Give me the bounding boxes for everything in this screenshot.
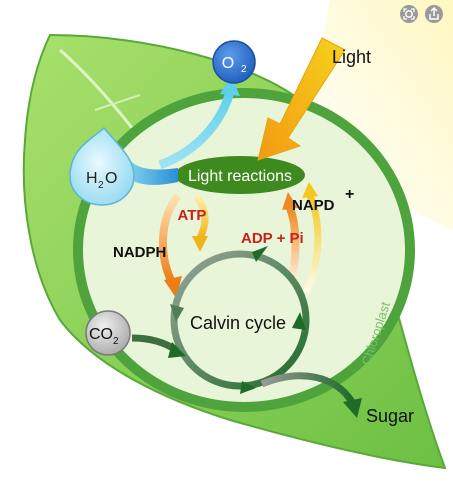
co2-subscript: 2 (113, 336, 119, 347)
napd-label: NAPD (292, 197, 335, 214)
sugar-arrow (260, 372, 362, 418)
nadph-label: NADPH (113, 244, 166, 261)
atp-label: ATP (178, 207, 207, 224)
light-reactions-label: Light reactions (188, 168, 292, 185)
napd-arrow (302, 182, 322, 294)
calvin-cycle-label: Calvin cycle (190, 313, 286, 333)
light-arrow: Light (257, 37, 371, 161)
o2-molecule: O 2 (212, 40, 256, 84)
calvin-cycle-ring: Calvin cycle (170, 246, 310, 394)
o2-arrow (158, 76, 240, 170)
o2-label: O (222, 55, 234, 72)
co2-arrow (131, 334, 186, 358)
h2o-molecule: H 2 O (69, 126, 135, 206)
h2o-h: H (86, 170, 98, 187)
co2-label: CO (89, 326, 113, 343)
h2o-o: O (105, 170, 117, 187)
light-reactions: Light reactions (175, 156, 305, 194)
o2-subscript: 2 (241, 64, 247, 75)
atp-arrow (192, 193, 209, 252)
light-label: Light (332, 47, 371, 67)
share-icon[interactable] (425, 5, 443, 23)
adp-pi-label: ADP + Pi (241, 230, 304, 247)
h2o-subscript: 2 (98, 180, 104, 191)
lens-search-icon[interactable] (400, 5, 418, 23)
napd-superscript: + (345, 186, 354, 203)
co2-molecule: CO 2 (85, 310, 131, 356)
sugar-label: Sugar (366, 406, 414, 426)
